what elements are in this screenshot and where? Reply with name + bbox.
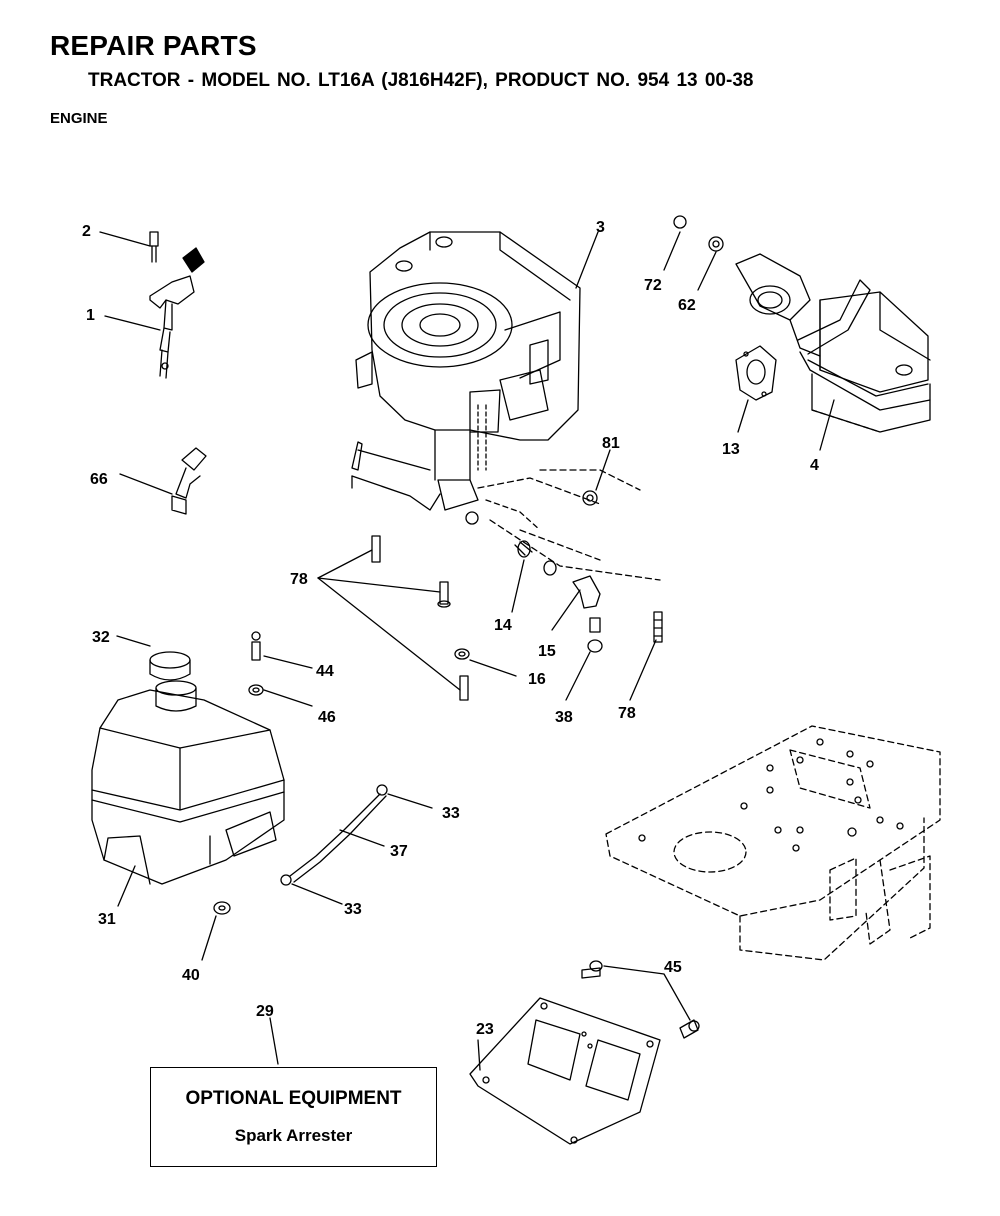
- callout-37: 37: [390, 843, 408, 860]
- callout-15: 15: [538, 643, 556, 660]
- optional-equipment-title: OPTIONAL EQUIPMENT: [185, 1088, 402, 1109]
- callout-32: 32: [92, 629, 110, 646]
- callout-46: 46: [318, 709, 336, 726]
- engine: [351, 231, 581, 525]
- callout-31: 31: [98, 911, 116, 928]
- callout-23: 23: [476, 1021, 494, 1038]
- callout-1: 1: [86, 307, 95, 324]
- callout-29: 29: [256, 1003, 274, 1020]
- callout-38: 38: [555, 709, 573, 726]
- callout-2: 2: [82, 223, 91, 240]
- callout-14: 14: [494, 617, 512, 634]
- callout-33b: 33: [344, 901, 362, 918]
- bracket-66: [171, 447, 207, 515]
- optional-equipment-box: OPTIONAL EQUIPMENT Spark Arrester: [150, 1067, 437, 1167]
- callout-78a: 78: [290, 571, 308, 588]
- fasteners-44-46: [248, 631, 264, 696]
- callout-62: 62: [678, 297, 696, 314]
- callout-81: 81: [602, 435, 620, 452]
- throttle-control: [149, 231, 205, 379]
- callout-33a: 33: [442, 805, 460, 822]
- spark-arrester-plate: [469, 960, 700, 1145]
- callout-13: 13: [722, 441, 740, 458]
- frame-holes: [638, 738, 904, 852]
- washer-16: [454, 648, 470, 660]
- bolts-78: [371, 535, 663, 701]
- muffler-assembly: [673, 215, 931, 433]
- tractor-frame: [605, 725, 941, 961]
- model-subtitle: TRACTOR - MODEL NO. LT16A (J816H42F), PR…: [88, 70, 754, 91]
- callout-78b: 78: [618, 705, 636, 722]
- callouts: 2 1 3 72 62 13 4 81 66 78 14 15 32 44 16…: [82, 219, 819, 1038]
- callout-4: 4: [810, 457, 819, 474]
- section-label: ENGINE: [50, 110, 108, 127]
- callout-40: 40: [182, 967, 200, 984]
- callout-16: 16: [528, 671, 546, 688]
- callout-44: 44: [316, 663, 334, 680]
- leader-lines: [99, 231, 835, 1071]
- fuel-line: [280, 784, 388, 886]
- callout-45: 45: [664, 959, 682, 976]
- exhaust-pipe: [477, 469, 661, 653]
- fuel-tank: [91, 651, 285, 885]
- callout-3: 3: [596, 219, 605, 236]
- nut-40: [213, 901, 231, 915]
- optional-equipment-item: Spark Arrester: [234, 1126, 353, 1145]
- callout-72: 72: [644, 277, 662, 294]
- page-title: REPAIR PARTS: [50, 30, 257, 61]
- callout-66: 66: [90, 471, 108, 488]
